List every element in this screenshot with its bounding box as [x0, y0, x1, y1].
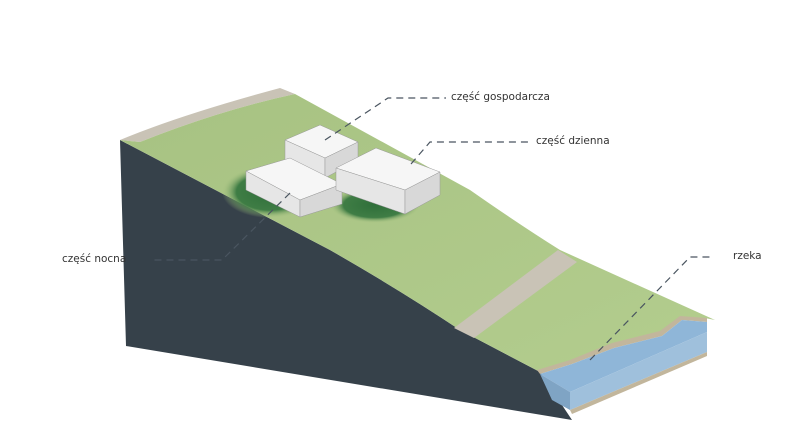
river-bed — [570, 352, 707, 414]
terrain-side — [120, 140, 572, 420]
label-day: część dzienna — [536, 135, 610, 147]
leader-utility — [324, 97, 446, 141]
label-utility: część gospodarcza — [451, 91, 550, 103]
river-side — [540, 374, 570, 410]
river-surface — [540, 320, 707, 392]
building-utility — [284, 124, 359, 179]
label-night: część nocna — [62, 253, 127, 265]
middle-path-strip — [454, 250, 577, 338]
back-path-strip — [120, 88, 295, 142]
leader-river — [589, 256, 714, 361]
building-night — [245, 157, 343, 218]
grass-surface — [120, 94, 715, 372]
building-day — [335, 147, 441, 215]
label-river: rzeka — [733, 250, 762, 262]
river-front — [570, 332, 707, 410]
leader-day — [410, 141, 530, 165]
river-bank-edge — [537, 316, 707, 374]
